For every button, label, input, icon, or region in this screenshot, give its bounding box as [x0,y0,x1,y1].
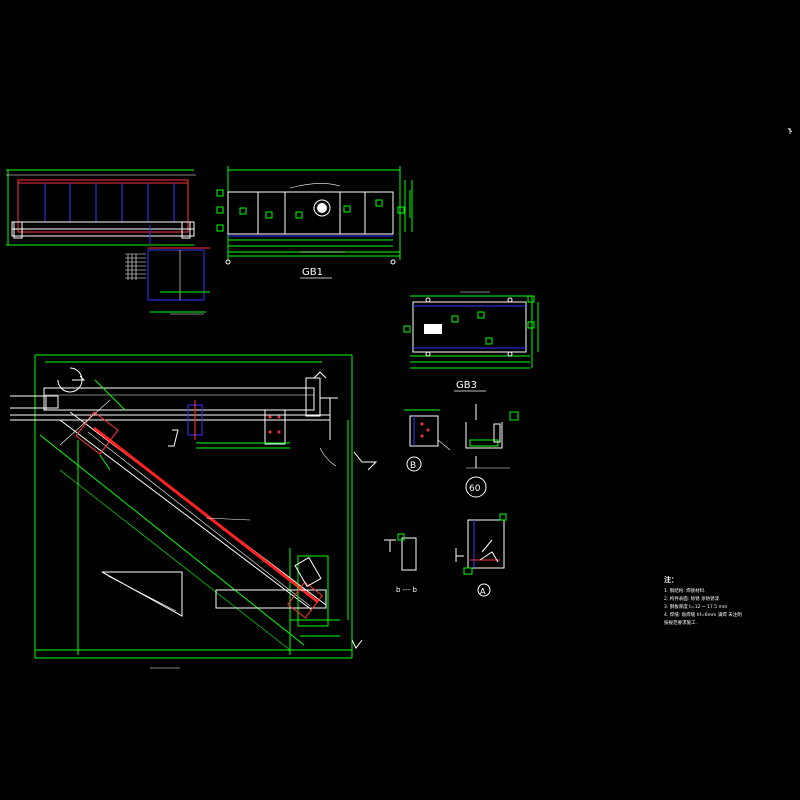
gb3-label: GB3 [456,380,477,391]
section-b-label: B [410,461,416,471]
gb1-outline [227,191,394,235]
lower-support [147,249,205,301]
detail-a-frame [467,519,505,569]
corner-mark [787,127,793,134]
gb1-divisions [257,192,366,234]
section-60-label: 60 [469,484,481,494]
main-stair-elevation [10,354,378,669]
stringer-weld-line [93,426,319,604]
railing-frame [17,179,189,233]
detail-b-plate [409,415,439,447]
gb1-label: GB1 [302,267,323,278]
gb3-outline [412,301,527,353]
detail-60-channel [465,422,503,449]
section-b-marker [406,456,422,472]
gb3-opening [424,324,442,334]
gusset-plate [101,571,183,617]
gb1-plate-plan: GB1 [216,166,413,279]
note-line: 按规范要求施工. [664,619,697,626]
section-60-marker [465,476,487,498]
gb1-opening [313,199,331,217]
note-line: 4. 焊缝: 角焊缝 hf=6mm 满焊 未注明 [664,611,742,618]
stair-treads [125,253,146,280]
section-a-marker [477,583,491,597]
notes-block: 注： 1. 钢结构: 焊接材料. 2. 构件表面: 除锈 涂防锈漆. 3. 钢板… [664,575,742,626]
section-details: B 60 b --- b A [384,404,519,597]
railing-posts [44,183,175,222]
notes-title: 注： [664,575,678,584]
gb3-plate-plan: GB3 [403,291,539,392]
stringer [39,411,327,651]
detail-bb-plate [401,537,417,571]
note-line: 1. 钢结构: 焊接材料. [664,587,706,594]
top-left-elevation [6,169,210,315]
connection-plate [264,409,286,445]
note-line: 2. 构件表面: 除锈 涂防锈漆. [664,595,721,602]
note-line: 3. 钢板厚度 t=12 ~ 17.5 mm [664,603,727,610]
section-a-label: A [480,587,486,596]
platform-beam [43,387,315,411]
cut-label: b --- b [396,586,417,594]
